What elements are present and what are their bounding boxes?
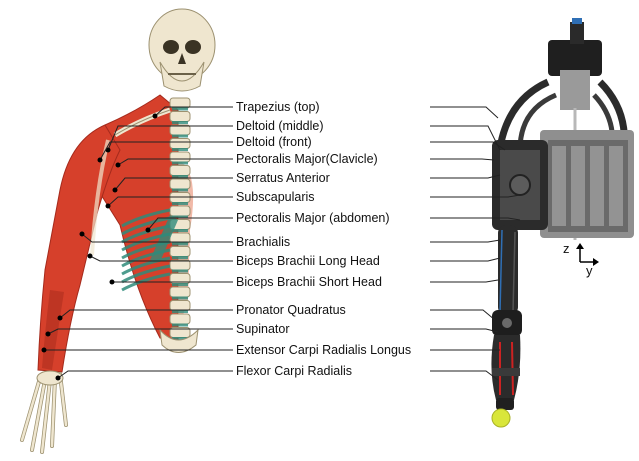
intervertebral-disc	[172, 243, 188, 246]
vertebra	[170, 301, 190, 311]
axis-label-y: y	[586, 263, 593, 278]
anchor-dot	[110, 280, 115, 285]
label-trapezius-top: Trapezius (top)	[235, 100, 321, 114]
intervertebral-disc	[172, 189, 188, 192]
vertebra	[170, 112, 190, 122]
anchor-dot	[56, 376, 61, 381]
label-subscapularis: Subscapularis	[235, 190, 316, 204]
top-connector-cap	[572, 18, 582, 24]
label-pectoralis-major-clavicle: Pectoralis Major(Clavicle)	[235, 152, 379, 166]
axis-label-z: z	[563, 241, 570, 256]
intervertebral-disc	[172, 324, 188, 327]
anchor-dot	[42, 348, 47, 353]
label-flexor-carpi-radialis: Flexor Carpi Radialis	[235, 364, 353, 378]
label-supinator: Supinator	[235, 322, 291, 336]
intervertebral-disc	[172, 162, 188, 165]
intervertebral-disc	[172, 283, 188, 286]
intervertebral-disc	[172, 297, 188, 300]
finger-bone-fill	[52, 378, 55, 446]
label-deltoid-middle: Deltoid (middle)	[235, 119, 325, 133]
label-extensor-carpi-radialis-longus: Extensor Carpi Radialis Longus	[235, 343, 412, 357]
intervertebral-disc	[172, 270, 188, 273]
anchor-dot	[146, 228, 151, 233]
intervertebral-disc	[172, 121, 188, 124]
anchor-dot	[153, 114, 158, 119]
anchor-dot	[116, 163, 121, 168]
vertebra	[170, 206, 190, 216]
eye-socket-right	[185, 40, 201, 54]
skull	[149, 9, 215, 81]
intervertebral-disc	[172, 148, 188, 151]
leader-line-left	[60, 310, 233, 318]
motor-plate	[609, 146, 623, 226]
label-pectoralis-major-abdomen: Pectoralis Major (abdomen)	[235, 211, 391, 225]
leader-line-right	[430, 258, 500, 261]
wrist-unit	[496, 398, 514, 410]
intervertebral-disc	[172, 108, 188, 111]
axis-y-head	[593, 258, 599, 266]
leader-line-right	[430, 126, 500, 150]
intervertebral-disc	[172, 135, 188, 138]
anchor-dot	[88, 254, 93, 259]
anatomy-illustration	[22, 9, 215, 452]
robot-arm-photo	[491, 18, 634, 427]
vertebra	[170, 166, 190, 176]
anchor-dot	[58, 316, 63, 321]
eye-socket-left	[163, 40, 179, 54]
forearm	[491, 335, 520, 400]
motor-plate	[552, 146, 566, 226]
leader-line-left	[58, 371, 233, 378]
anchor-dot	[80, 232, 85, 237]
label-biceps-short-head: Biceps Brachii Short Head	[235, 275, 383, 289]
vertebra	[170, 247, 190, 257]
vertebra	[170, 152, 190, 162]
anchor-dot	[106, 204, 111, 209]
vertebra	[170, 179, 190, 189]
elbow-pivot	[502, 318, 512, 328]
leader-line-right	[430, 175, 500, 178]
leader-line-right	[430, 371, 498, 380]
leader-line-right	[430, 159, 494, 160]
label-brachialis: Brachialis	[235, 235, 291, 249]
leader-line-right	[430, 310, 495, 320]
label-biceps-long-head: Biceps Brachii Long Head	[235, 254, 381, 268]
motor-plate	[571, 146, 585, 226]
axis-z-head	[576, 243, 584, 249]
intervertebral-disc	[172, 202, 188, 205]
label-serratus-anterior: Serratus Anterior	[235, 171, 331, 185]
forearm-band	[492, 368, 520, 376]
intervertebral-disc	[172, 229, 188, 232]
vertebra	[170, 314, 190, 324]
leader-line-right	[430, 107, 498, 118]
leader-line-left	[48, 329, 233, 334]
top-connector	[570, 22, 584, 44]
vertebra	[170, 287, 190, 297]
ball	[492, 409, 510, 427]
anchor-dot	[113, 188, 118, 193]
leader-line-right	[430, 329, 498, 332]
label-pronator-quadratus: Pronator Quadratus	[235, 303, 347, 317]
leader-line-right	[430, 240, 500, 242]
shoulder-pivot	[510, 175, 530, 195]
leader-line-right	[430, 280, 498, 282]
neck-frame	[560, 70, 590, 110]
anchor-dot	[98, 158, 103, 163]
label-deltoid-front: Deltoid (front)	[235, 135, 313, 149]
vertebra	[170, 139, 190, 149]
intervertebral-disc	[172, 256, 188, 259]
motor-plate	[590, 146, 604, 226]
anchor-dot	[46, 332, 51, 337]
